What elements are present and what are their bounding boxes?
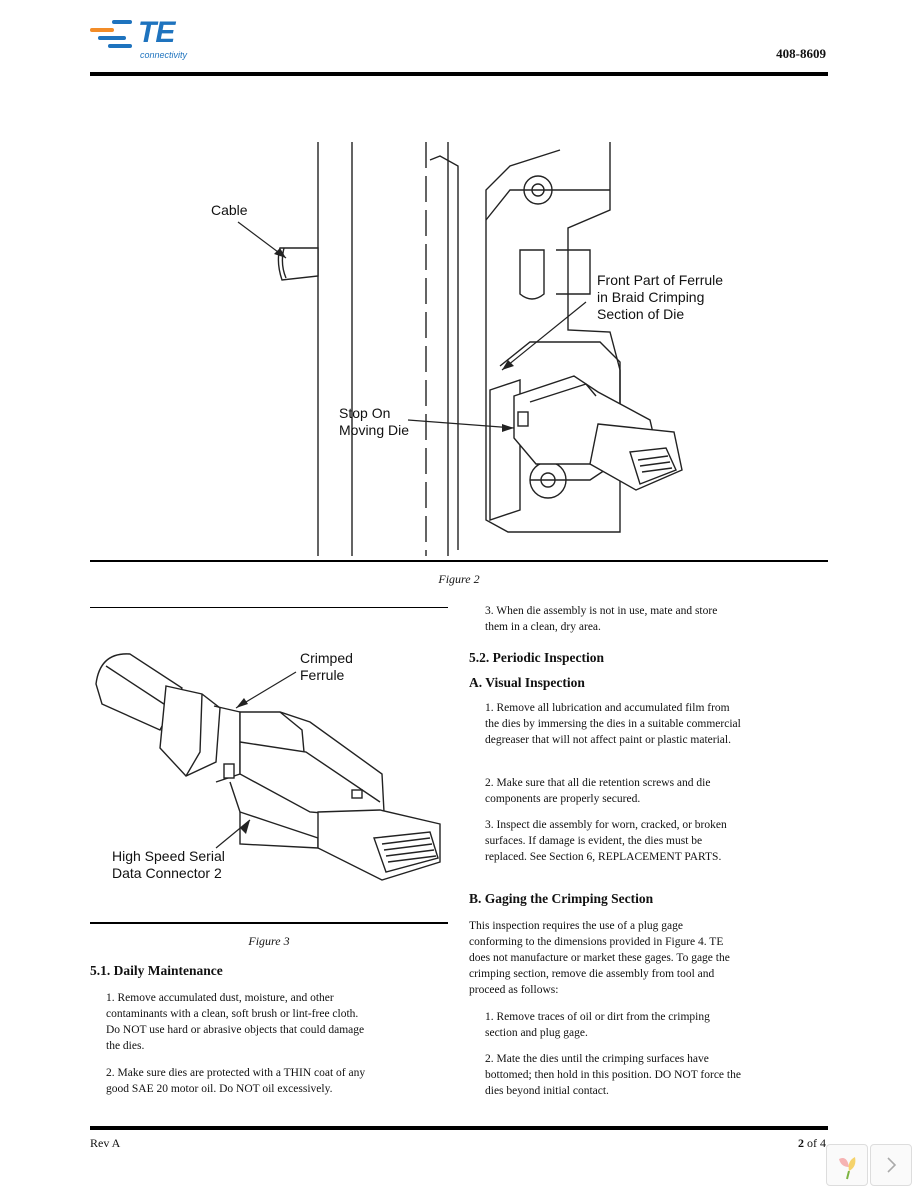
label-crimped-line1: Crimped [300,650,353,666]
label-hs-connector: High Speed Serial Data Connector 2 [112,848,225,882]
label-connector-line1: High Speed Serial [112,848,225,864]
visual-item-3: 3. Inspect die assembly for worn, cracke… [485,819,727,863]
gaging-item-2: 2. Mate the dies until the crimping surf… [485,1053,741,1097]
figure-2-bottom-rule [90,560,828,562]
heading-gaging: B. Gaging the Crimping Section [469,891,654,906]
chevron-right-icon [887,1157,897,1173]
label-connector-line2: Data Connector 2 [112,865,222,881]
visual-item-2: 2. Make sure that all die retention scre… [485,777,711,805]
label-front-ferrule-line3: Section of Die [597,306,685,322]
label-stop-line2: Moving Die [339,422,410,438]
figure-3: Crimped Ferrule High Speed Serial Data C… [90,612,448,920]
te-logo: TE connectivity [88,16,198,62]
daily-item-2: 2. Make sure dies are protected with a T… [106,1067,366,1095]
label-cable: Cable [211,202,248,218]
heading-visual-inspection: A. Visual Inspection [469,675,585,690]
viewer-leaf-icon [839,1157,856,1180]
document-number: 408-8609 [776,46,826,61]
te-logo-mark [90,20,132,48]
next-page-button[interactable] [870,1144,912,1186]
footer-rule [90,1126,828,1130]
heading-periodic-inspection: 5.2. Periodic Inspection [469,650,604,665]
label-front-ferrule-line1: Front Part of Ferrule [597,272,724,288]
connector-drawing [95,653,441,881]
label-front-ferrule: Front Part of Ferrule in Braid Crimping … [597,272,723,323]
logo-text: TE [138,16,175,49]
label-stop-on-moving-die: Stop On Moving Die [339,405,409,439]
page-current: 2 [798,1136,804,1150]
page-number: 2 of 4 [798,1136,826,1151]
heading-daily-maintenance: 5.1. Daily Maintenance [90,963,223,978]
figure-3-caption: Figure 3 [248,934,290,948]
label-front-ferrule-line2: in Braid Crimping [597,289,705,305]
die-assembly-drawing [237,142,683,556]
header-rule [90,72,828,76]
label-crimped-line2: Ferrule [300,667,345,683]
figure-2-caption: Figure 2 [438,572,480,586]
viewer-logo-button[interactable] [826,1144,868,1186]
gaging-intro: This inspection requires the use of a pl… [469,920,730,996]
page-of: of 4 [807,1136,826,1150]
label-stop-line1: Stop On [339,405,391,421]
label-crimped-ferrule: Crimped Ferrule [300,650,353,684]
daily-item-1: 1. Remove accumulated dust, moisture, an… [106,992,365,1052]
visual-item-1: 1. Remove all lubrication and accumulate… [485,702,741,746]
figure-2: Cable Front Part of Ferrule in Braid Cri… [90,80,828,560]
figure-3-top-rule [90,607,448,608]
figure-3-bottom-rule [90,922,448,924]
gaging-item-1: 1. Remove traces of oil or dirt from the… [485,1011,710,1039]
daily-item-3: 3. When die assembly is not in use, mate… [485,605,718,633]
logo-subtext: connectivity [140,50,188,60]
revision-label: Rev A [90,1136,121,1150]
